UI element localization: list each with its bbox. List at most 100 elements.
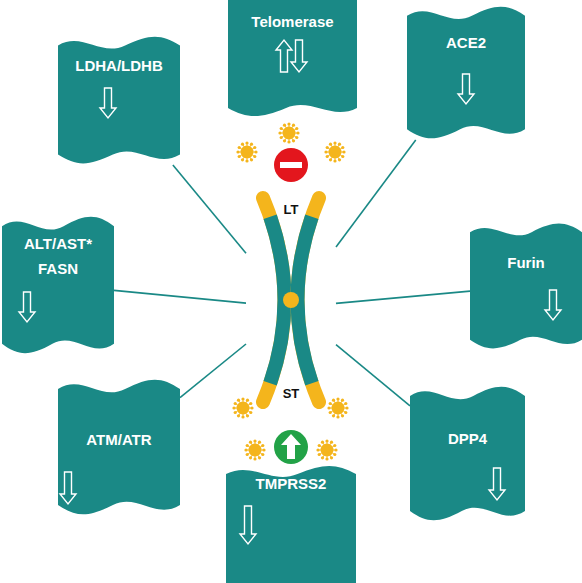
virus-spike [344, 411, 347, 414]
virus-spike [238, 155, 241, 158]
virus-stalk [331, 411, 333, 412]
connector-line [114, 290, 246, 303]
virus-stalk [247, 144, 248, 147]
virus-stalk [340, 148, 342, 149]
virus-stalk [261, 450, 264, 451]
virus-stalk [343, 411, 345, 412]
banner-fill [407, 7, 525, 139]
virus-body [332, 402, 345, 415]
virus-stalk [328, 148, 330, 149]
virus-body [237, 402, 250, 415]
virus-spike [329, 158, 332, 161]
virus-spike [249, 441, 252, 444]
virus-stalk [341, 152, 344, 153]
virus-spike [238, 146, 241, 149]
banner-box: LDHA/LDHB [58, 35, 180, 165]
virus-spike [241, 143, 244, 146]
virus-stalk [248, 411, 250, 412]
virus-spike [234, 402, 237, 405]
hollow-arrow-symbol [19, 292, 35, 322]
virus-spike [295, 127, 298, 130]
gene-label: ALT/AST* [2, 231, 114, 256]
gene-label: LDHA/LDHB [58, 53, 180, 78]
virus-stalk [252, 148, 254, 149]
virus-stalk [260, 446, 262, 447]
banner-shape [410, 385, 525, 522]
virus-stalk [243, 414, 244, 417]
virus-spike [344, 402, 347, 405]
virus-stalk [251, 455, 252, 457]
virus-stalk [330, 455, 331, 457]
virus-stalk [251, 443, 252, 445]
virus-stalk [332, 446, 334, 447]
virus-spike [237, 414, 240, 417]
virus-spike [241, 158, 244, 161]
virus-stalk [331, 404, 333, 405]
virus-stalk [333, 450, 336, 451]
hollow-arrow-symbol [240, 506, 256, 544]
virus-spike [283, 124, 286, 127]
banner-box: Furin [470, 222, 582, 350]
chromatid [298, 198, 320, 402]
banner-fill [228, 0, 357, 116]
virus-stalk [240, 148, 242, 149]
virus-stalk [331, 157, 332, 159]
connector-line [173, 165, 246, 253]
minus-symbol [280, 162, 302, 168]
gene-label: Furin [470, 250, 582, 275]
virus-spike [318, 444, 321, 447]
virus-spike [321, 456, 324, 459]
virus-stalk [343, 404, 345, 405]
virus-body [249, 444, 262, 457]
banner-box: DPP4 [410, 385, 525, 522]
virus-stalk [243, 400, 244, 403]
virus-spike [338, 158, 341, 161]
virus-spike [283, 139, 286, 142]
virus-body [321, 444, 334, 457]
virus-stalk [239, 152, 242, 153]
virus-stalk [338, 145, 339, 147]
virus-body [241, 146, 254, 159]
increase-circle [274, 430, 308, 464]
chromosome-drawing [263, 198, 319, 402]
virus-stalk [243, 145, 244, 147]
virus-stalk [236, 411, 238, 412]
connector-line [336, 345, 410, 406]
banner-box: ALT/AST*FASN [2, 215, 114, 355]
virus-stalk [239, 413, 240, 415]
virus-particle [327, 397, 348, 418]
virus-stalk [258, 455, 259, 457]
virus-body [329, 146, 342, 159]
virus-stalk [294, 129, 296, 130]
virus-stalk [338, 157, 339, 159]
virus-stalk [246, 413, 247, 415]
gene-label: ATM/ATR [58, 427, 180, 452]
virus-spike [292, 139, 295, 142]
virus-spike [261, 444, 264, 447]
hollow-arrow-symbol [100, 88, 116, 118]
banner-fill [470, 224, 582, 349]
virus-spike [329, 143, 332, 146]
virus-spike [258, 456, 261, 459]
virus-group [232, 122, 348, 460]
virus-spike [246, 444, 249, 447]
virus-stalk [282, 129, 284, 130]
banner-box: Telomerase [228, 0, 357, 120]
virus-stalk [338, 414, 339, 417]
virus-spike [249, 411, 252, 414]
virus-spike [246, 453, 249, 456]
virus-stalk [260, 453, 262, 454]
banner-fill [410, 387, 525, 521]
virus-spike [332, 399, 335, 402]
gene-label: ACE2 [407, 30, 525, 55]
virus-spike [253, 146, 256, 149]
virus-stalk [323, 443, 324, 445]
virus-spike [258, 441, 261, 444]
hollow-arrow-symbol [489, 468, 505, 500]
hollow-arrow-symbol [458, 74, 474, 104]
virus-stalk [289, 139, 290, 142]
virus-stalk [292, 138, 293, 140]
virus-spike [292, 124, 295, 127]
